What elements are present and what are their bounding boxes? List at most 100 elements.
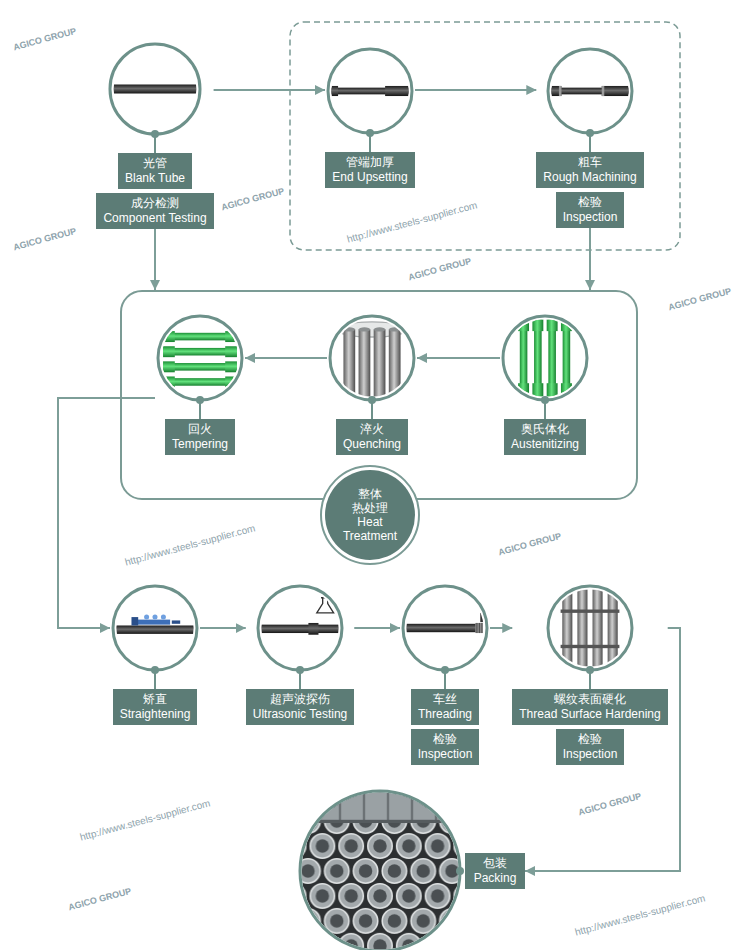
watermark: http://www.steels-supplier.com — [346, 199, 479, 244]
flow-arrow — [245, 357, 327, 359]
step-label: 管端加厚End Upsetting — [325, 152, 414, 188]
watermark: AGICO GROUP — [12, 227, 77, 253]
flow-arrow — [200, 627, 246, 629]
step-text: 检验 — [563, 195, 618, 210]
step-text: Blank Tube — [125, 171, 185, 186]
step-text: Austenitizing — [511, 437, 579, 452]
process-illustration — [297, 788, 463, 950]
watermark: http://www.steels-supplier.com — [79, 797, 212, 842]
step-text: 淬火 — [343, 422, 401, 437]
watermark: AGICO GROUP — [220, 187, 285, 213]
process-step: 包装Packing — [297, 788, 525, 950]
step-label: 超声波探伤Ultrasonic Testing — [246, 689, 355, 725]
step-text: Thread Surface Hardening — [519, 707, 660, 722]
step-text: 超声波探伤 — [253, 692, 348, 707]
step-text: 管端加厚 — [332, 155, 407, 170]
process-illustration — [500, 313, 590, 419]
process-picture — [258, 598, 342, 635]
process-picture — [403, 613, 484, 633]
watermark: http://www.steels-supplier.com — [574, 892, 707, 937]
step-text: 粗车 — [543, 155, 636, 170]
step-text: Straightening — [120, 707, 191, 722]
step-text: Inspection — [563, 210, 618, 225]
process-illustration — [545, 583, 635, 689]
stage-title: 整体 热处理 — [351, 487, 389, 515]
step-label: 粗车Rough Machining — [536, 152, 643, 188]
step-label: 奥氏体化Austenitizing — [504, 419, 586, 455]
flow-arrow — [589, 228, 591, 290]
process-illustration — [325, 46, 415, 152]
step-text: Component Testing — [103, 211, 206, 226]
process-picture — [113, 615, 197, 634]
process-illustration — [545, 46, 635, 152]
step-text: Rough Machining — [543, 170, 636, 185]
process-picture — [548, 86, 632, 96]
process-step: 回火Tempering — [155, 313, 245, 455]
step-label: 检验Inspection — [411, 729, 480, 765]
step-text: 螺纹表面硬化 — [519, 692, 660, 707]
process-picture — [518, 319, 572, 396]
process-illustration — [155, 313, 245, 419]
watermark: AGICO GROUP — [497, 532, 562, 558]
flow-arrow — [417, 357, 500, 359]
flow-arrow — [154, 229, 156, 290]
watermark: AGICO GROUP — [667, 287, 732, 313]
flow-arrow — [354, 627, 400, 629]
step-text: End Upsetting — [332, 170, 407, 185]
process-illustration — [255, 583, 345, 689]
step-text: Packing — [472, 871, 518, 886]
process-picture — [337, 322, 408, 400]
step-text: 包装 — [472, 856, 518, 871]
step-label: 检验Inspection — [556, 729, 625, 765]
step-text: 检验 — [563, 732, 618, 747]
process-picture — [328, 86, 412, 96]
step-text: 回火 — [172, 422, 228, 437]
stage-title: Heat Treatment — [338, 515, 402, 543]
process-illustration — [110, 583, 200, 689]
step-label: 淬火Quenching — [336, 419, 408, 455]
step-label: 回火Tempering — [165, 419, 235, 455]
process-picture — [163, 331, 237, 387]
watermark: AGICO GROUP — [12, 27, 77, 53]
process-picture — [561, 589, 620, 666]
process-step: 矫直Straightening — [110, 583, 200, 725]
flow-arrow — [490, 627, 512, 629]
process-step: 粗车Rough Machining 检验Inspection — [536, 46, 643, 228]
process-picture — [300, 791, 460, 950]
watermark: AGICO GROUP — [67, 887, 132, 913]
flow-arrow — [214, 89, 325, 91]
watermark: AGICO GROUP — [407, 257, 472, 283]
process-illustration — [107, 41, 203, 153]
step-label: 包装Packing — [465, 853, 525, 889]
process-step: 光管Blank Tube 成分检测Component Testing — [96, 41, 213, 229]
step-text: Quenching — [343, 437, 401, 452]
flow-arrow — [415, 89, 536, 91]
process-picture — [110, 85, 200, 94]
step-text: Threading — [418, 707, 472, 722]
dashed-group-frame — [290, 22, 680, 250]
step-label: 车丝Threading — [411, 689, 479, 725]
stage-badge: 整体 热处理Heat Treatment — [320, 465, 420, 565]
process-illustration — [327, 313, 417, 419]
step-text: 奥氏体化 — [511, 422, 579, 437]
process-step: 管端加厚End Upsetting — [325, 46, 415, 188]
step-label: 成分检测Component Testing — [96, 193, 213, 229]
process-step: 螺纹表面硬化Thread Surface Hardening 检验Inspecti… — [512, 583, 667, 765]
process-step: 超声波探伤Ultrasonic Testing — [246, 583, 355, 725]
step-text: 成分检测 — [103, 196, 206, 211]
process-step: 奥氏体化Austenitizing — [500, 313, 590, 455]
step-text: 车丝 — [418, 692, 472, 707]
process-step: 淬火Quenching — [327, 313, 417, 455]
process-group: 整体 热处理Heat Treatment回火Tempering淬火Quenchi… — [120, 290, 638, 500]
process-step: 车丝Threading 检验Inspection — [400, 583, 490, 765]
process-illustration — [400, 583, 490, 689]
step-text: Inspection — [563, 747, 618, 762]
step-label: 矫直Straightening — [113, 689, 198, 725]
watermark: http://www.steels-supplier.com — [124, 522, 257, 567]
step-text: Inspection — [418, 747, 473, 762]
step-text: Tempering — [172, 437, 228, 452]
step-text: Ultrasonic Testing — [253, 707, 348, 722]
step-text: 检验 — [418, 732, 473, 747]
step-label: 光管Blank Tube — [118, 153, 192, 189]
